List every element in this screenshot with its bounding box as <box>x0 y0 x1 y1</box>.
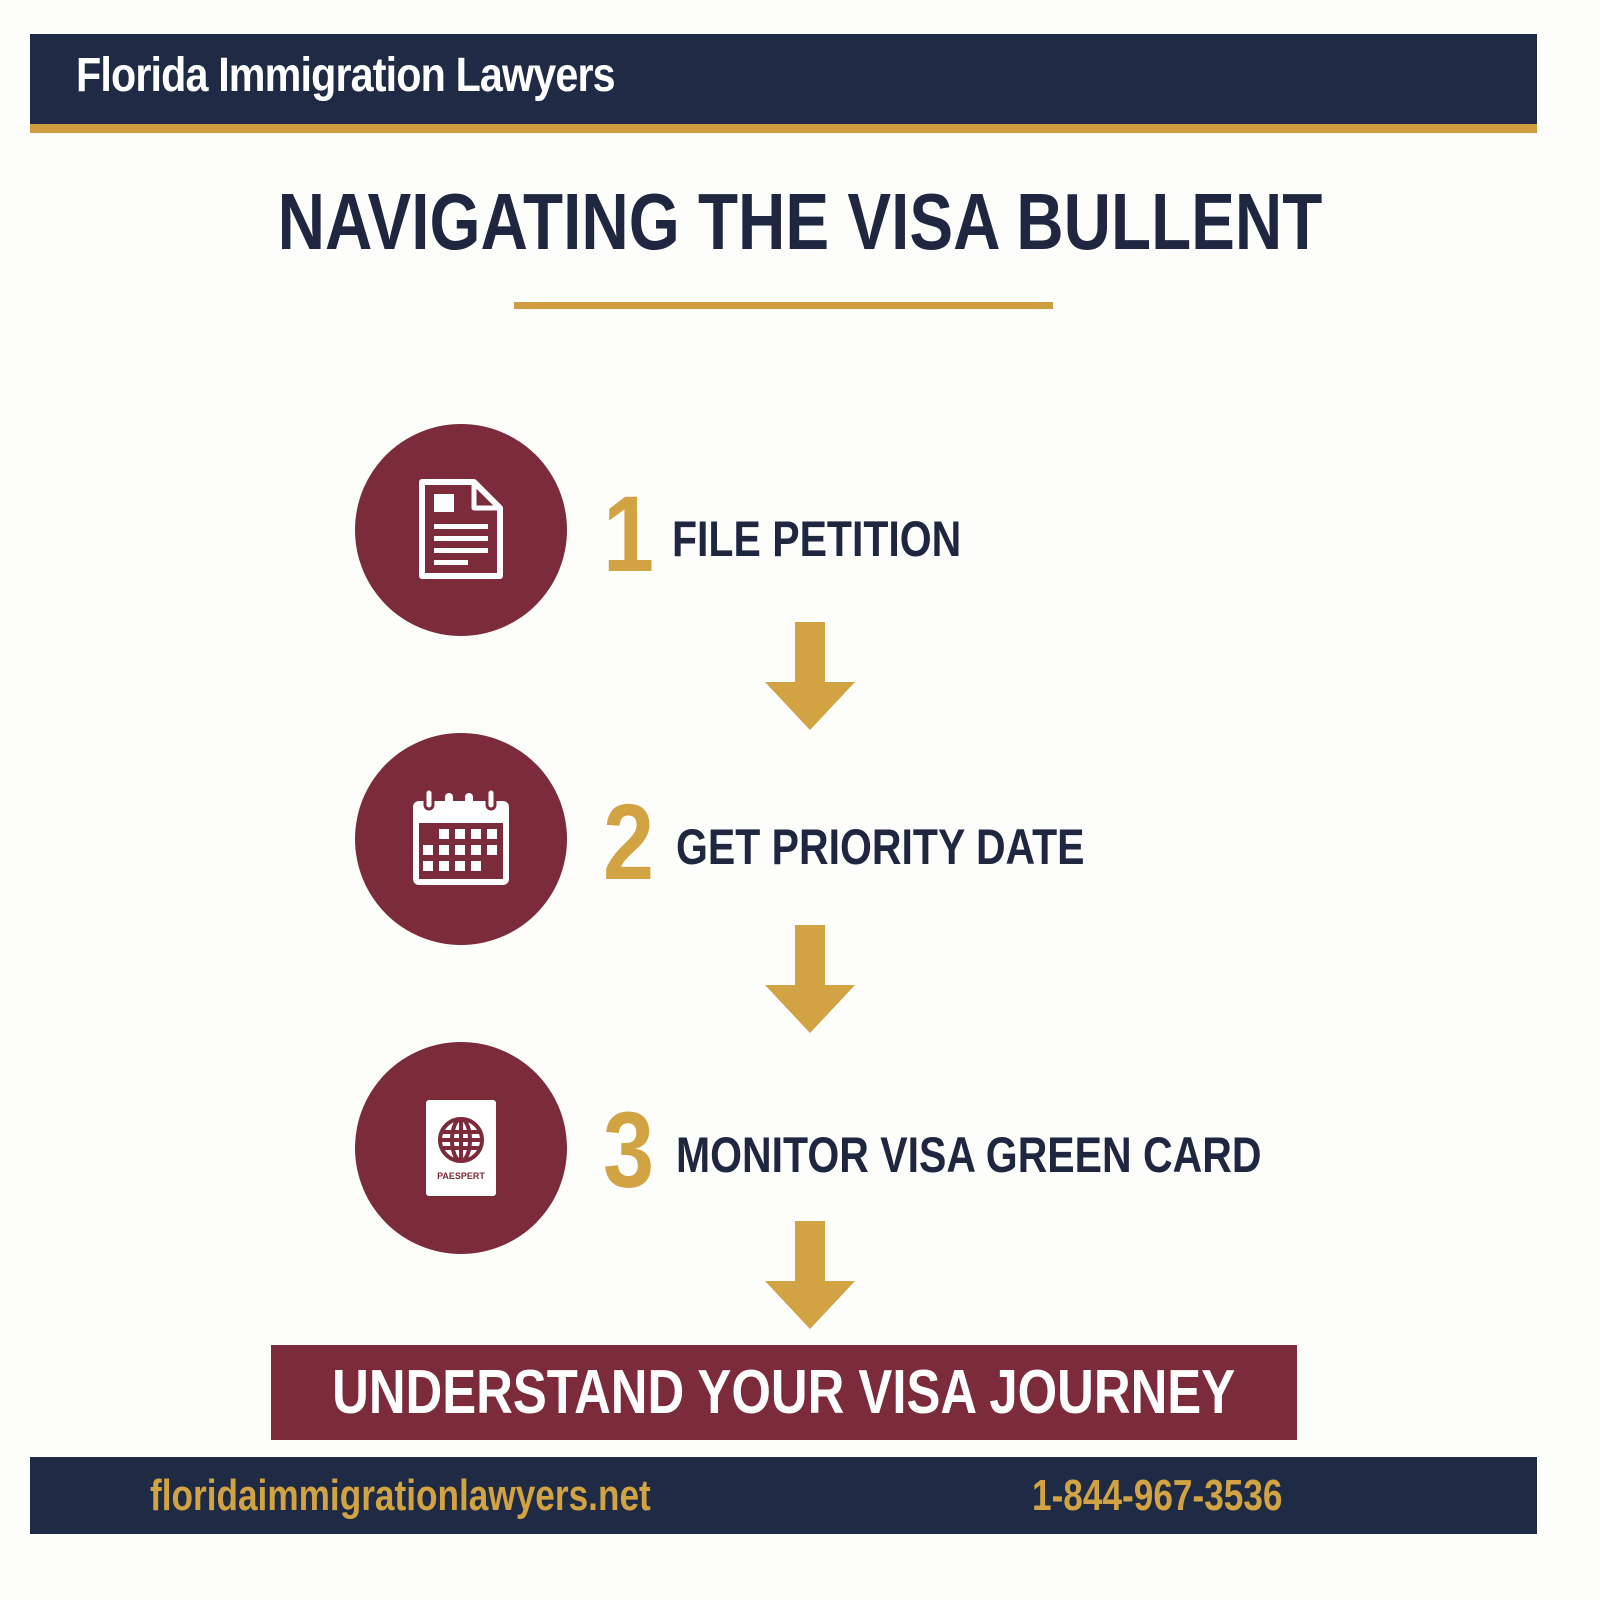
down-arrow-icon <box>765 925 855 1033</box>
calendar-icon <box>413 789 509 885</box>
title-underline <box>514 302 1053 309</box>
step-2-icon-circle <box>355 733 567 945</box>
step-1-number: 1 <box>603 473 655 594</box>
website-link[interactable]: floridaimmigrationlawyers.net <box>150 1471 651 1520</box>
passport-text: PAESPERT <box>437 1171 485 1181</box>
brand-name: Florida Immigration Lawyers <box>76 49 616 102</box>
header-bar: Florida Immigration Lawyers <box>30 34 1537 133</box>
cta-banner: UNDERSTAND YOUR VISA JOURNEY <box>271 1345 1297 1440</box>
banner-text: UNDERSTAND YOUR VISA JOURNEY <box>332 1358 1236 1427</box>
passport-icon: PAESPERT <box>426 1100 496 1196</box>
document-icon <box>419 479 503 579</box>
step-3-number: 3 <box>603 1089 655 1210</box>
step-2-label: GET PRIORITY DATE <box>676 819 1085 875</box>
phone-number[interactable]: 1-844-967-3536 <box>1032 1471 1283 1520</box>
down-arrow-icon <box>765 622 855 730</box>
step-1-icon-circle <box>355 424 567 636</box>
page-title: NAVIGATING THE VISA BULLENT <box>277 177 1323 266</box>
step-3-label: MONITOR VISA GREEN CARD <box>676 1127 1262 1183</box>
footer-bar: floridaimmigrationlawyers.net 1-844-967-… <box>30 1457 1537 1534</box>
step-3-icon-circle: PAESPERT <box>355 1042 567 1254</box>
step-1-label: FILE PETITION <box>672 511 962 567</box>
globe-icon <box>438 1117 484 1163</box>
down-arrow-icon <box>765 1221 855 1329</box>
step-2-number: 2 <box>603 781 655 902</box>
